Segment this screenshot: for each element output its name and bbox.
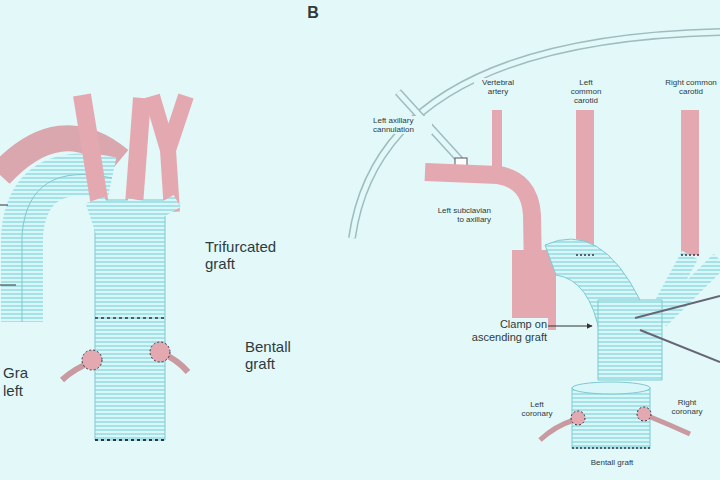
part-label: Left coronary — [516, 400, 558, 418]
part-label: Left subclavian to axillary — [428, 206, 492, 224]
part-label: Trifurcated graft — [205, 238, 285, 273]
part-label: Left common carotid — [562, 78, 610, 106]
left-common-carotid — [576, 110, 594, 255]
left-subclavian — [425, 172, 534, 330]
part-label: Gra — [3, 364, 43, 381]
part-label: Right coronary — [664, 398, 710, 416]
part-label: Bentall graft — [245, 338, 315, 373]
clamp — [635, 296, 720, 318]
clamp — [640, 330, 720, 362]
coronary-button — [82, 350, 102, 370]
suture-line — [95, 439, 165, 441]
vertebral-artery — [492, 110, 502, 178]
leader-line — [0, 205, 16, 285]
bentall-graft — [572, 388, 650, 448]
part-label: Vertebral artery — [474, 78, 522, 96]
panel-letter: B — [303, 4, 323, 22]
part-label: left — [3, 382, 43, 399]
left-panel — [0, 95, 188, 440]
suture-line — [95, 317, 165, 319]
leader-arrow — [548, 326, 592, 327]
part-label: Right common carotid — [664, 78, 718, 96]
trifurcated-graft — [598, 300, 662, 380]
vessel — [152, 96, 186, 212]
coronary — [540, 416, 690, 440]
right-common-carotid — [681, 110, 699, 255]
part-label: Left axillary cannulation — [372, 116, 432, 134]
coronary-button — [150, 342, 170, 362]
right-panel — [352, 32, 720, 448]
callout-label: Clamp on ascending graft — [452, 318, 548, 343]
part-label: Bentall graft — [580, 458, 644, 467]
